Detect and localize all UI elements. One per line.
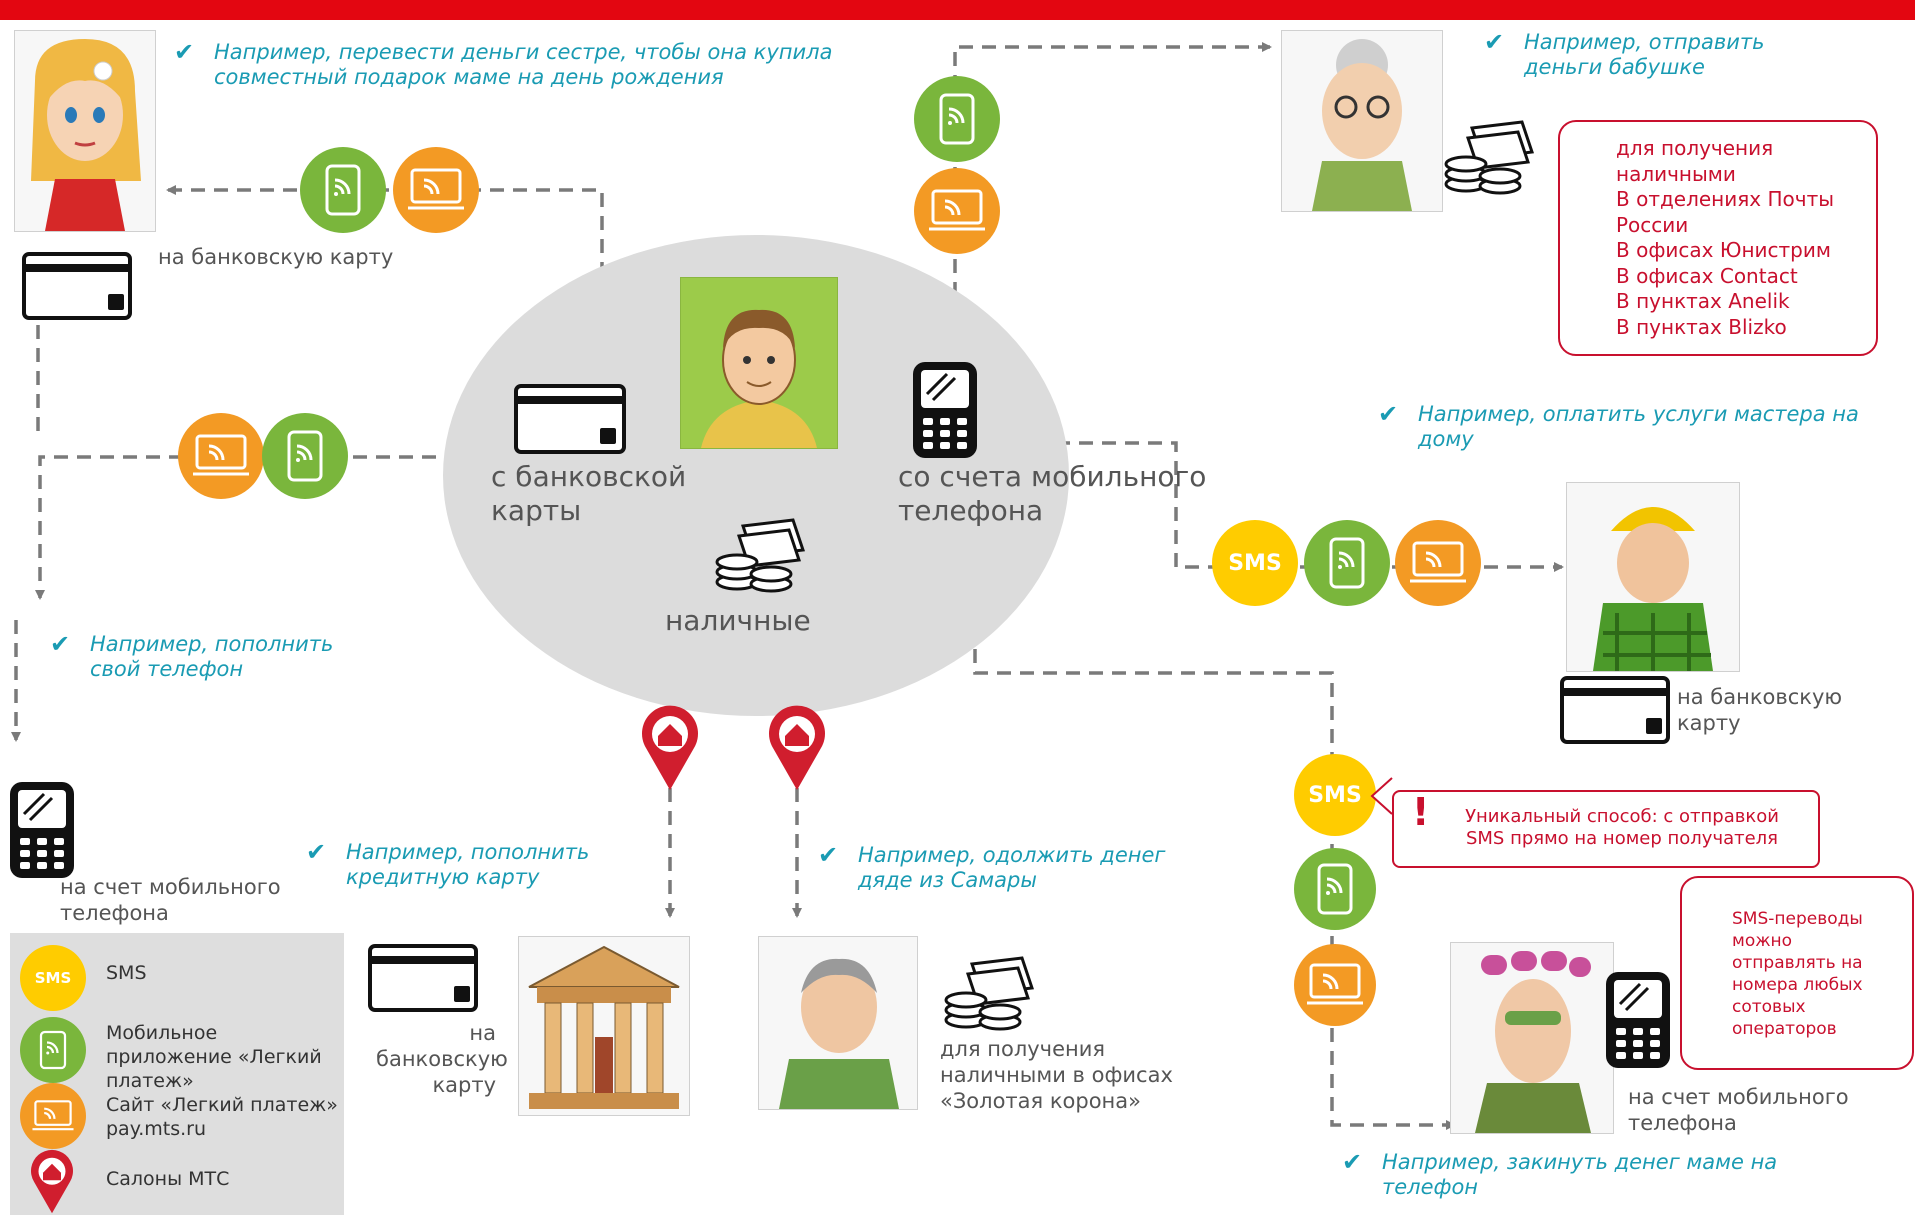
mobile-app-badge [914,76,1000,162]
example-phone: ✔Например, пополнить свой телефон [50,630,334,682]
website-badge [178,413,264,499]
cash-line: В офисах Юнистрим [1616,238,1831,262]
example-mom: ✔Например, закинуть денег маме на телефо… [1342,1148,1778,1200]
master-picture [1566,482,1740,672]
cash-label: наличные [665,604,811,637]
example-grandma: ✔Например, отправить деньги бабушке [1484,28,1765,80]
legend-salons-label: Салоны МТС [106,1168,230,1190]
cash-line: наличными [1616,161,1736,186]
sms-operators-note: SMS-переводы можно отправлять на номера … [1680,876,1914,1070]
cash-line: В пунктах Anelik [1616,289,1790,313]
bank-building-picture [518,936,690,1116]
from-mobile-label: со счета мобильного телефона [898,460,1207,527]
legend-app-label: Мобильное приложение «Легкий платеж» [106,1022,322,1092]
mts-salon-pin [28,1147,76,1219]
mobile-app-badge [262,413,348,499]
legend-site-label: Сайт «Легкий платеж» pay.mts.ru [106,1094,338,1140]
cash-money-icon [1442,120,1535,200]
website-badge [20,1083,86,1149]
website-badge [393,147,479,233]
mobile-app-badge [20,1017,86,1083]
sms-badge: SMS [20,945,86,1011]
example-credit: ✔Например, пополнить кредитную карту [306,838,590,890]
uncle-picture [758,936,918,1110]
to-card-icon [1560,676,1670,748]
sms-unique-note: ! Уникальный способ: с отправкой SMS пря… [1392,790,1820,868]
legend-app [10,1017,86,1083]
from-card-label: с банковской карты [491,460,687,527]
cash-line: В пунктах Blizko [1616,314,1787,339]
to-mobile-phone-icon [1604,970,1672,1074]
to-mobile-phone-icon [8,780,76,884]
website-badge [1294,944,1376,1026]
cash-golden-crown-label: для получения наличными в офисах «Золота… [940,1037,1173,1113]
to-card-bottom-label: на банковскую карту [376,1021,508,1097]
to-card-right-label: на банковскую карту [1677,685,1843,735]
cash-pickup-box: для получения наличными В отделениях Поч… [1558,120,1878,356]
legend-sms: SMS [10,945,86,1011]
cash-line: России [1616,212,1689,237]
sms-badge: SMS [1212,520,1298,606]
website-badge [1395,520,1481,606]
legend: SMS SMS Мобильное приложение «Легкий пла… [10,933,344,1215]
website-badge [914,168,1000,254]
to-mobile-left-label: на счет мобильного телефона [60,875,281,925]
to-card-icon [22,252,132,324]
to-mobile-right-label: на счет мобильного телефона [1628,1085,1849,1135]
cash-line: для получения [1616,136,1774,160]
cash-line: В отделениях Почты [1616,187,1835,211]
mobile-app-badge [300,147,386,233]
warning-icon: ! [1412,790,1430,834]
mts-salon-pin [765,702,829,796]
sms-note-pointer [1370,776,1394,820]
top-red-banner [0,0,1915,20]
legend-sms-label: SMS [106,962,147,984]
cash-money-icon [942,956,1035,1036]
to-card-icon [368,944,478,1016]
example-master: ✔Например, оплатить услуги мастера на до… [1378,400,1859,452]
mobile-app-badge [1294,848,1376,930]
mts-salon-pin [638,702,702,796]
example-uncle: ✔Например, одолжить денег дяде из Самары [818,841,1166,893]
from-mobile-phone-icon [911,360,979,464]
to-card-top-label: на банковскую карту [158,245,394,269]
sister-picture [14,30,156,232]
legend-salons [10,1147,76,1219]
cash-money-icon [713,518,806,598]
cash-line: В офисах Contact [1616,263,1798,288]
mobile-app-badge [1304,520,1390,606]
sms-badge: SMS [1294,754,1376,836]
legend-site [10,1083,86,1149]
mom-picture [1450,942,1614,1134]
sender-person-portrait [680,277,838,449]
example-sister: ✔Например, перевести деньги сестре, чтоб… [174,38,833,90]
grandma-picture [1281,30,1443,212]
from-card-icon [514,384,626,458]
